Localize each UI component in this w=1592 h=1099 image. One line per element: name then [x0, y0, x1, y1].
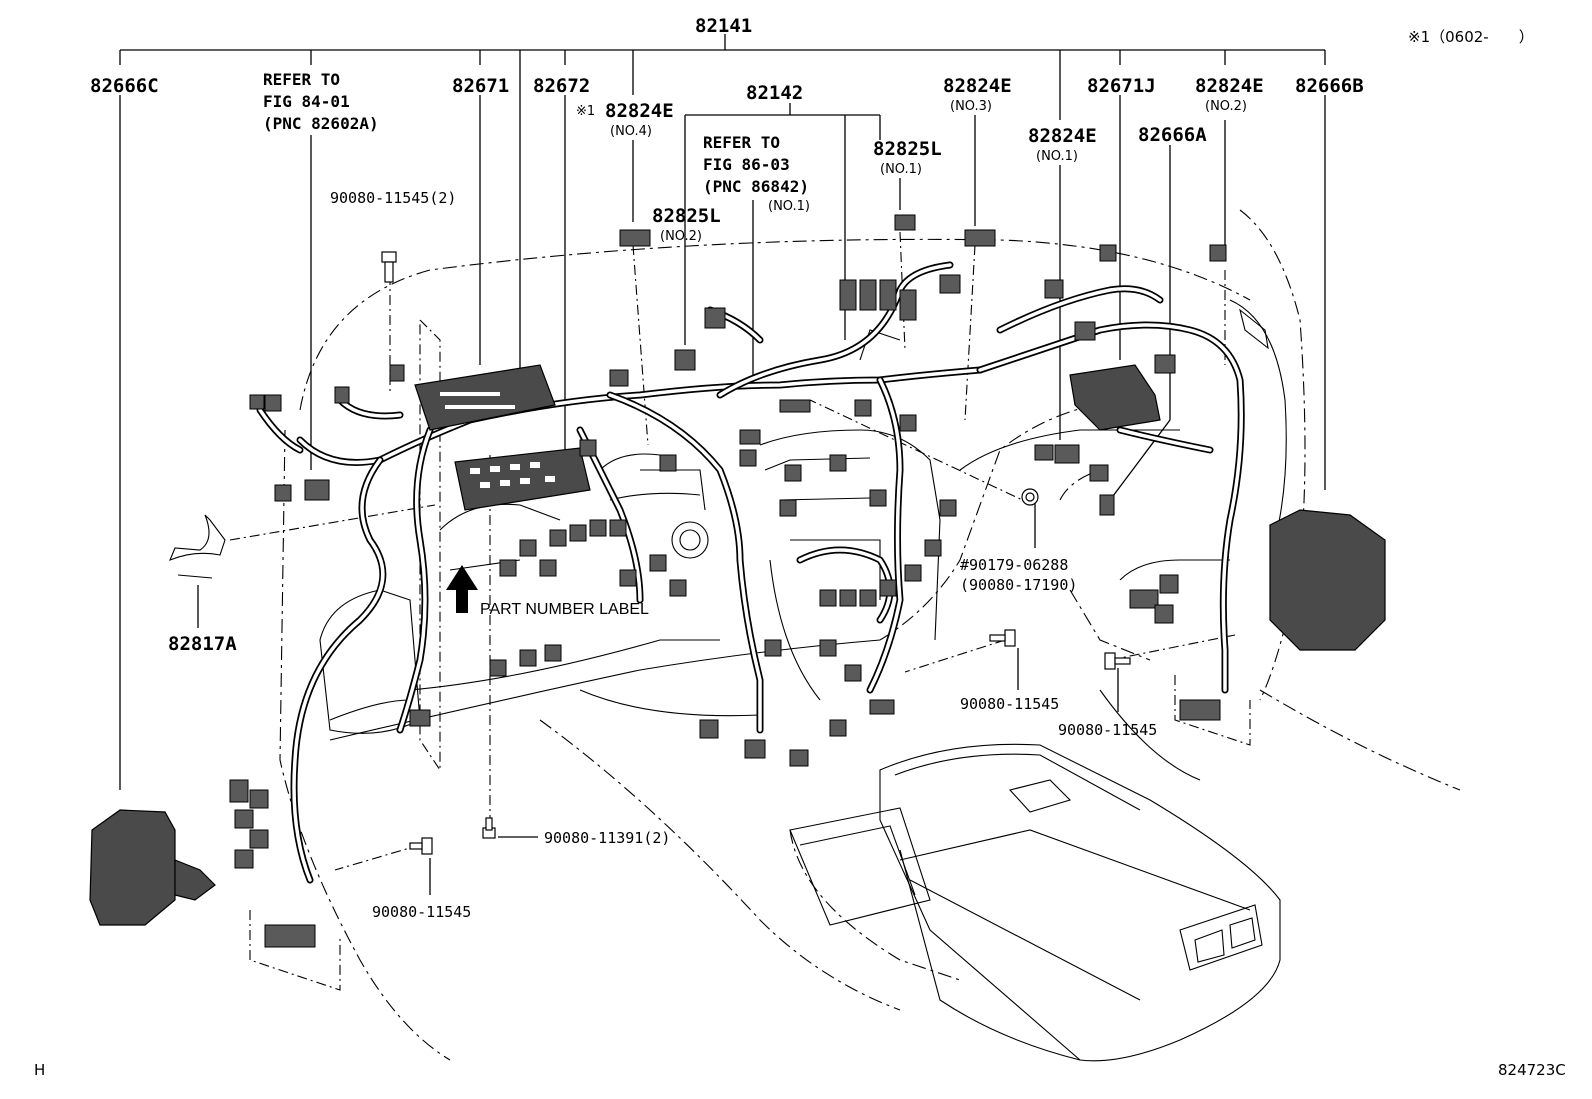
- label-82825l-no1-sub: (NO.1): [880, 162, 922, 177]
- label-82824e-no4: 82824E: [605, 100, 674, 122]
- label-refer1-line2: FIG 84-01: [263, 92, 350, 111]
- relay-block-82666b: [1269, 509, 1386, 651]
- label-refer1-line1: REFER TO: [263, 70, 340, 89]
- label-bolt-bottom-center: 90080-11391(2): [544, 829, 670, 847]
- label-82824e-no3: 82824E: [943, 75, 1012, 97]
- label-82824e-no4-sub: (NO.4): [610, 124, 652, 139]
- label-82824e-no1: 82824E: [1028, 125, 1097, 147]
- label-82824e-no2: 82824E: [1195, 75, 1264, 97]
- bracket-82817a: [168, 514, 226, 561]
- label-refer2-line2: FIG 86-03: [703, 155, 790, 174]
- label-82666a: 82666A: [1138, 124, 1207, 146]
- label-part-number: PART NUMBER LABEL: [480, 601, 649, 618]
- clip-90179-icon: [1021, 488, 1039, 506]
- label-bolt-top: 90080-11545(2): [330, 189, 456, 207]
- label-82141: 82141: [695, 15, 752, 37]
- components: [89, 214, 1386, 948]
- label-82824e-no1-sub: (NO.1): [1036, 149, 1078, 164]
- label-82671j: 82671J: [1087, 75, 1156, 97]
- label-bolt-bottom-left: 90080-11545: [372, 903, 471, 921]
- bolt-top-icon: [381, 251, 397, 283]
- label-refer2-line1: REFER TO: [703, 133, 780, 152]
- relay-block-82666c: [89, 809, 176, 926]
- label-figure-number: 824723C: [1498, 1061, 1566, 1079]
- junction-block-82671j: [1069, 364, 1161, 431]
- labels: 82141 ※1（0602- ） 82666C REFER TO FIG 84-…: [34, 15, 1566, 1079]
- label-82666c: 82666C: [90, 75, 159, 97]
- label-82672: 82672: [533, 75, 590, 97]
- label-90080-17190: (90080-17190): [960, 576, 1077, 594]
- label-82666b: 82666B: [1295, 75, 1364, 97]
- label-90179: #90179-06288: [960, 556, 1068, 574]
- bolt-bottom-left-icon: [409, 837, 433, 855]
- bolt-right-icon: [1104, 652, 1131, 670]
- leader-lines: [119, 34, 1326, 895]
- junction-block-82671: [414, 364, 556, 431]
- label-82142: 82142: [746, 82, 803, 104]
- dashboard-body: [279, 209, 1461, 1061]
- center-console: [789, 743, 1281, 1062]
- label-82824e-no3-sub: (NO.3): [950, 99, 992, 114]
- label-82825l-no2-sub: (NO.2): [660, 229, 702, 244]
- label-corner-left: H: [34, 1061, 45, 1079]
- label-refer1-line3: (PNC 82602A): [263, 114, 379, 133]
- wiring-harness: [256, 261, 1245, 884]
- bolt-bottom-center-icon: [482, 817, 496, 839]
- label-82824e-no4-mark: ※1: [576, 104, 595, 119]
- assembly-lines: [229, 231, 1251, 991]
- label-refer2-sub: (NO.1): [768, 199, 810, 214]
- label-bolt-right: 90080-11545: [1058, 721, 1157, 739]
- label-refer2-line3: (PNC 86842): [703, 177, 809, 196]
- fasteners: [381, 251, 1131, 855]
- label-82817a: 82817A: [168, 633, 237, 655]
- label-82824e-no2-sub: (NO.2): [1205, 99, 1247, 114]
- label-82671: 82671: [452, 75, 509, 97]
- label-82825l-no1: 82825L: [873, 138, 942, 160]
- label-model-note: ※1（0602- ）: [1408, 28, 1534, 46]
- label-bolt-mid: 90080-11545: [960, 695, 1059, 713]
- label-82825l-no2: 82825L: [652, 205, 721, 227]
- bolt-mid-icon: [989, 629, 1016, 647]
